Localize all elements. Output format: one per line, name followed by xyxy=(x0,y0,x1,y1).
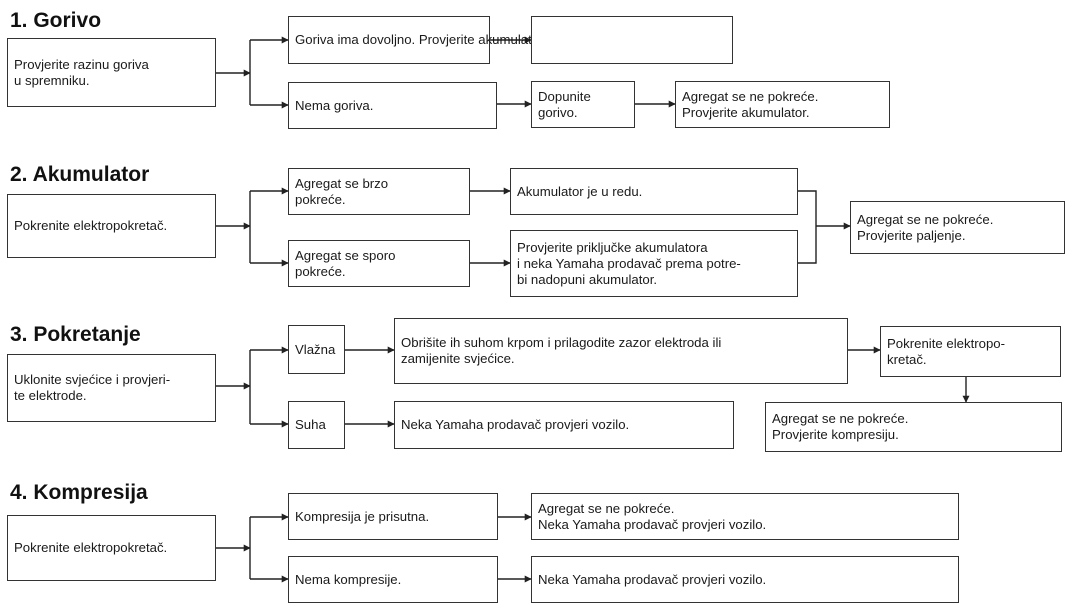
box-fuel-refuel: Dopunite gorivo. xyxy=(531,81,635,128)
box-fuel-result: Agregat se ne pokreće. Provjerite akumul… xyxy=(675,81,890,128)
box-fuel-yes: Goriva ima dovoljno. Provjerite akumulat… xyxy=(288,16,546,64)
box-battery-result: Agregat se ne pokreće. Provjerite paljen… xyxy=(850,201,1065,254)
box-battery-check: Provjerite priključke akumulatora i neka… xyxy=(510,230,798,297)
box-spark-dealer: Neka Yamaha prodavač provjeri vozilo. xyxy=(394,401,734,449)
box-fuel-yes-extension xyxy=(531,16,733,64)
section-title-battery: 2. Akumulator xyxy=(10,163,150,186)
box-fuel-start: Provjerite razinu goriva u spremniku. xyxy=(7,38,216,107)
section-title-compression: 4. Kompresija xyxy=(10,481,148,504)
box-battery-ok: Akumulator je u redu. xyxy=(510,168,798,215)
box-spark-dry: Suha xyxy=(288,401,345,449)
box-comp-none: Nema kompresije. xyxy=(288,556,498,603)
box-battery-fast: Agregat se brzo pokreće. xyxy=(288,168,470,215)
box-spark-result: Agregat se ne pokreće. Provjerite kompre… xyxy=(765,402,1062,452)
box-battery-start: Pokrenite elektropokretač. xyxy=(7,194,216,258)
box-spark-wipe: Obrišite ih suhom krpom i prilagodite za… xyxy=(394,318,848,384)
box-comp-dealer: Neka Yamaha prodavač provjeri vozilo. xyxy=(531,556,959,603)
box-comp-present: Kompresija je prisutna. xyxy=(288,493,498,540)
section-title-fuel: 1. Gorivo xyxy=(10,9,102,32)
box-spark-start: Uklonite svjećice i provjeri- te elektro… xyxy=(7,354,216,422)
box-spark-wet: Vlažna xyxy=(288,325,345,374)
box-comp-result: Agregat se ne pokreće. Neka Yamaha proda… xyxy=(531,493,959,540)
line-battery-merge xyxy=(798,190,817,264)
box-comp-start: Pokrenite elektropokretač. xyxy=(7,515,216,581)
box-battery-slow: Agregat se sporo pokreće. xyxy=(288,240,470,287)
section-title-spark: 3. Pokretanje xyxy=(10,323,141,346)
box-fuel-no: Nema goriva. xyxy=(288,82,497,129)
box-spark-start2: Pokrenite elektropo- kretač. xyxy=(880,326,1061,377)
